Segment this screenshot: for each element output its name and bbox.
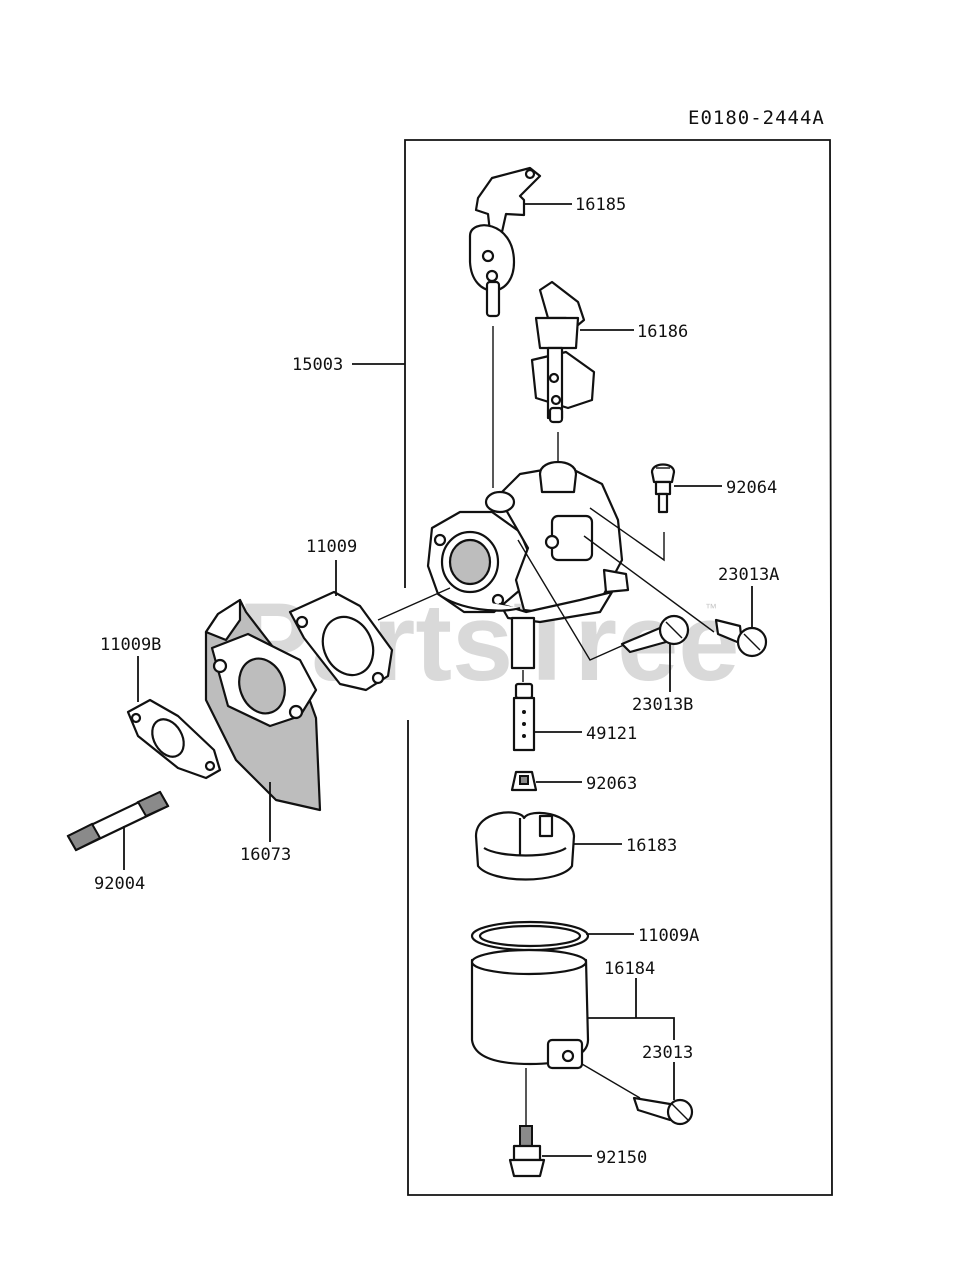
part-15003[interactable] — [426, 461, 630, 670]
part-16185[interactable] — [468, 166, 542, 318]
part-11009B[interactable] — [126, 698, 222, 780]
part-92150[interactable] — [508, 1068, 546, 1178]
part-11009A[interactable] — [470, 920, 590, 952]
callout-16186[interactable]: 16186 — [637, 322, 688, 342]
callout-16184[interactable]: 16184 — [604, 959, 655, 979]
watermark-trademark: ™ — [705, 601, 717, 615]
callout-16073[interactable]: 16073 — [240, 845, 291, 865]
callout-23013B[interactable]: 23013B — [632, 695, 693, 715]
part-23013A[interactable] — [714, 618, 768, 658]
part-92063[interactable] — [510, 770, 538, 792]
callout-11009[interactable]: 11009 — [306, 537, 357, 557]
part-16186[interactable] — [530, 280, 596, 424]
callout-11009A[interactable]: 11009A — [638, 926, 699, 946]
part-49121[interactable] — [512, 682, 536, 752]
callout-92150[interactable]: 92150 — [596, 1148, 647, 1168]
callout-92063[interactable]: 92063 — [586, 774, 637, 794]
callout-92064[interactable]: 92064 — [726, 478, 777, 498]
part-92004[interactable] — [66, 790, 170, 852]
callout-16183[interactable]: 16183 — [626, 836, 677, 856]
callout-23013A[interactable]: 23013A — [718, 565, 779, 585]
callout-16185[interactable]: 16185 — [575, 195, 626, 215]
callout-92004[interactable]: 92004 — [94, 874, 145, 894]
assembly-frame — [404, 139, 833, 1196]
part-23013[interactable] — [581, 1063, 694, 1126]
callout-15003[interactable]: 15003 — [292, 355, 343, 375]
part-16073[interactable] — [204, 598, 322, 812]
part-92064[interactable] — [650, 463, 676, 514]
leader-lines — [123, 203, 753, 1157]
callout-11009B[interactable]: 11009B — [100, 635, 161, 655]
callout-49121[interactable]: 49121 — [586, 724, 637, 744]
part-23013B[interactable] — [620, 614, 690, 654]
part-16183[interactable] — [474, 811, 576, 881]
part-11009[interactable] — [288, 590, 394, 692]
part-16184[interactable] — [470, 948, 590, 1070]
callout-23013[interactable]: 23013 — [642, 1043, 693, 1063]
assembly-guides — [377, 326, 715, 682]
diagram-code: E0180-2444A — [688, 107, 825, 129]
callout-labels: 16185 16186 15003 92064 11009 23013A 110… — [94, 195, 779, 1168]
